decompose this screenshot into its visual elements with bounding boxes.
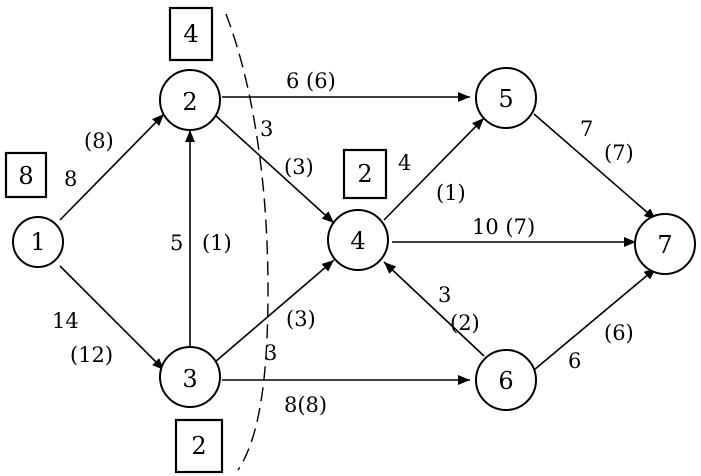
edge-2-4-flow: (3)	[284, 155, 314, 179]
edge-1-2-capacity: 8	[64, 167, 77, 191]
edge-4-5-flow: (1)	[436, 181, 466, 205]
label-box-node-2: 4	[168, 6, 214, 62]
node-6-label: 6	[498, 367, 513, 395]
edge-3-2-flow: (1)	[202, 231, 232, 255]
node-1: 1	[12, 216, 64, 268]
edge-1-2	[59, 113, 165, 221]
node-4: 4	[327, 209, 389, 271]
label-box-node-1: 8	[4, 151, 48, 199]
node-3-label: 3	[182, 365, 197, 393]
edge-5-7-flow: (7)	[604, 141, 634, 165]
edge-1-3-flow: (12)	[70, 343, 113, 367]
node-2-label: 2	[182, 88, 197, 116]
edge-4-5-capacity: 4	[398, 151, 411, 175]
edge-1-3-capacity: 14	[52, 309, 79, 333]
edge-3-2-capacity: 5	[170, 231, 183, 255]
edge-6-7	[533, 267, 657, 371]
node-6: 6	[475, 349, 537, 411]
edge-6-7-capacity: 6	[568, 349, 581, 373]
edge-2-4-capacity: 3	[260, 117, 273, 141]
label-box-node-4-value: 2	[357, 160, 372, 188]
edge-1-2-flow: (8)	[84, 129, 114, 153]
node-4-label: 4	[350, 227, 365, 255]
node-7: 7	[634, 213, 696, 275]
edge-1-3	[59, 265, 165, 371]
edge-6-4-flow: (2)	[450, 311, 480, 335]
edge-2-5-label: 6 (6)	[286, 69, 336, 93]
label-box-node-2-value: 4	[183, 20, 198, 48]
label-box-node-3-value: 2	[191, 432, 206, 460]
edge-4-5	[383, 117, 485, 221]
edge-3-4-capacity: 3	[264, 341, 277, 365]
node-2: 2	[159, 69, 221, 131]
label-box-node-3: 2	[174, 418, 224, 474]
node-1-label: 1	[30, 228, 45, 256]
edge-6-4	[383, 261, 485, 357]
edge-2-4	[214, 114, 335, 224]
cut-dashed-line	[225, 13, 269, 471]
node-5-label: 5	[498, 85, 513, 113]
label-box-node-4: 2	[342, 148, 388, 200]
edge-6-4-capacity: 3	[438, 283, 451, 307]
label-box-node-1-value: 8	[18, 162, 33, 190]
edge-6-7-flow: (6)	[604, 321, 634, 345]
edge-5-7-capacity: 7	[580, 117, 593, 141]
node-7-label: 7	[657, 231, 672, 259]
edge-3-6-label: 8(8)	[284, 393, 327, 417]
node-3: 3	[159, 346, 221, 408]
edge-3-4	[214, 259, 335, 363]
edge-4-7-label: 10 (7)	[472, 215, 535, 239]
edge-5-7	[533, 113, 657, 221]
edge-3-4-flow: (3)	[286, 307, 316, 331]
node-5: 5	[475, 67, 537, 129]
